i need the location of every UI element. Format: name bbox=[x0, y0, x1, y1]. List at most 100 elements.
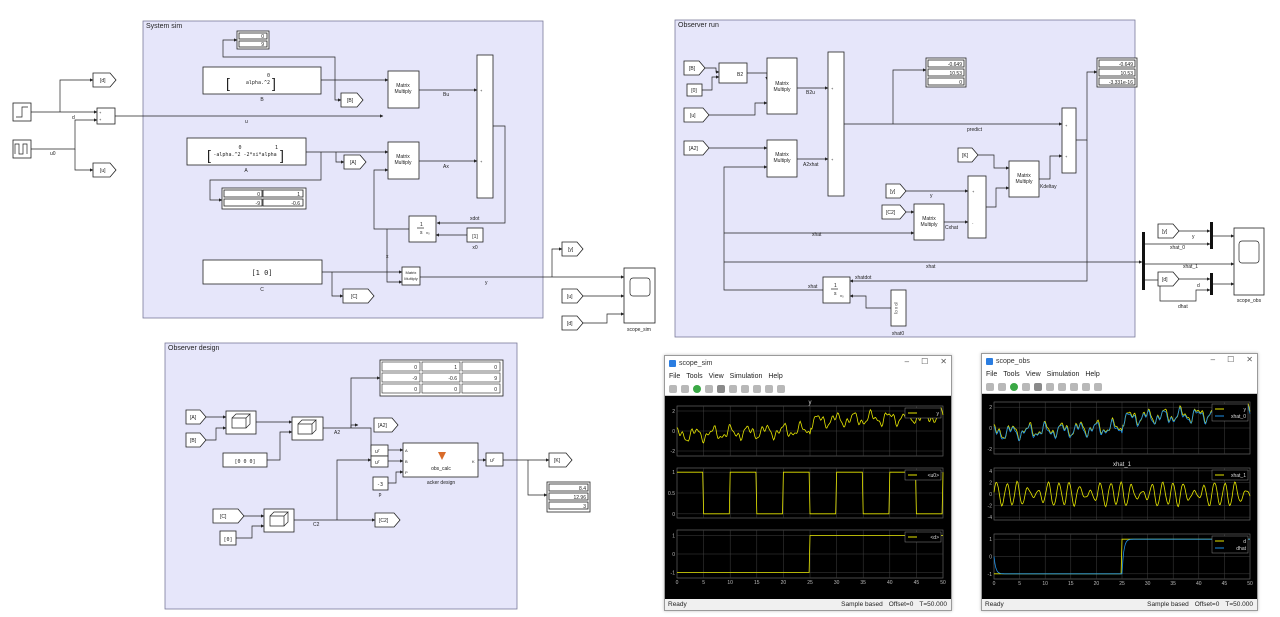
menu-simulation[interactable]: Simulation bbox=[729, 372, 763, 380]
menu-tools[interactable]: Tools bbox=[686, 372, 703, 380]
from-d-tag-2[interactable] bbox=[1157, 271, 1180, 287]
sum-xhatdot[interactable] bbox=[1061, 107, 1077, 174]
obs-panel-y[interactable]: 20-2 bbox=[988, 401, 1251, 455]
menu-file[interactable]: File bbox=[986, 370, 998, 378]
matrix-multiply-B2u[interactable] bbox=[766, 57, 798, 115]
scope-obs-titlebar[interactable]: scope_obs – ☐ ✕ bbox=[982, 354, 1257, 368]
from-C-tag-design[interactable] bbox=[212, 508, 245, 524]
scope-sim-window[interactable]: scope_sim – ☐ ✕ File Tools View Simulati… bbox=[664, 355, 952, 611]
scope-obs-window[interactable]: scope_obs – ☐ ✕ File Tools View Simulati… bbox=[981, 353, 1258, 611]
goto-A-tag[interactable] bbox=[343, 154, 367, 170]
from-K-tag[interactable] bbox=[957, 147, 979, 163]
matrix-multiply-Bu[interactable] bbox=[387, 70, 420, 109]
legend-box[interactable] bbox=[904, 469, 942, 481]
legend-box[interactable] bbox=[904, 531, 942, 543]
goto-u-tag[interactable] bbox=[92, 162, 117, 178]
measure-icon[interactable] bbox=[1094, 382, 1102, 391]
sum-bar-xdot[interactable] bbox=[476, 54, 494, 199]
goto-B-tag[interactable] bbox=[340, 92, 364, 108]
run-icon[interactable] bbox=[1010, 382, 1018, 391]
autoscale-icon[interactable] bbox=[753, 384, 761, 393]
menu-view[interactable]: View bbox=[708, 372, 724, 380]
from-u-tag-obs[interactable] bbox=[683, 107, 710, 123]
from-A2-tag[interactable] bbox=[683, 140, 710, 156]
minimize-icon[interactable]: – bbox=[1210, 355, 1216, 364]
goto-K-tag[interactable] bbox=[548, 452, 573, 468]
concat-block-1[interactable] bbox=[225, 410, 257, 435]
step-forward-icon[interactable] bbox=[1022, 382, 1030, 391]
integrator-block[interactable] bbox=[408, 215, 437, 243]
sim-panel-y[interactable]: 20-2y bbox=[671, 400, 944, 457]
menu-help[interactable]: Help bbox=[1085, 370, 1100, 378]
from-A-tag-design[interactable] bbox=[185, 409, 207, 425]
menu-simulation[interactable]: Simulation bbox=[1046, 370, 1080, 378]
sim-panel-d[interactable]: 10-1 bbox=[671, 529, 944, 579]
stop-icon[interactable] bbox=[1034, 382, 1042, 391]
matrix-multiply-y[interactable] bbox=[401, 266, 421, 286]
mux-bar-1[interactable] bbox=[1210, 222, 1213, 249]
from-y-tag-2[interactable] bbox=[1157, 223, 1180, 239]
close-icon[interactable]: ✕ bbox=[1246, 355, 1253, 364]
obs-calc-function-block[interactable] bbox=[402, 442, 479, 478]
sum-deltay[interactable] bbox=[967, 175, 987, 239]
zoom-icon[interactable] bbox=[1058, 382, 1066, 391]
goto-C2-tag[interactable] bbox=[374, 512, 401, 528]
mux-bar-2[interactable] bbox=[1210, 273, 1213, 295]
pulse-source-block[interactable] bbox=[12, 139, 32, 159]
legend-box[interactable] bbox=[1211, 403, 1249, 422]
close-icon[interactable]: ✕ bbox=[940, 357, 947, 366]
from-u-tag[interactable] bbox=[561, 288, 584, 304]
maximize-icon[interactable]: ☐ bbox=[921, 357, 929, 366]
triggers-icon[interactable] bbox=[765, 384, 773, 393]
menu-help[interactable]: Help bbox=[768, 372, 783, 380]
from-B-tag[interactable] bbox=[683, 60, 706, 76]
legend-box[interactable] bbox=[1211, 469, 1249, 481]
matrix-multiply-A2xhat[interactable] bbox=[766, 139, 798, 178]
step-back-icon[interactable] bbox=[681, 384, 689, 393]
scope-sim-titlebar[interactable]: scope_sim – ☐ ✕ bbox=[665, 356, 951, 370]
matrix-multiply-Cxhat[interactable] bbox=[913, 203, 945, 241]
from-B-tag-design[interactable] bbox=[185, 432, 207, 448]
C-constant-block[interactable] bbox=[202, 259, 323, 285]
autoscale-icon[interactable] bbox=[1070, 382, 1078, 391]
goto-d-tag[interactable] bbox=[92, 72, 117, 88]
sim-panel-u0[interactable]: 10.50 bbox=[668, 467, 944, 519]
settings-icon[interactable] bbox=[669, 384, 677, 393]
goto-C-tag[interactable] bbox=[342, 288, 375, 304]
concat-block-3[interactable] bbox=[263, 508, 295, 533]
legend-box[interactable] bbox=[904, 407, 942, 419]
menu-view[interactable]: View bbox=[1025, 370, 1041, 378]
matrix-multiply-Ax[interactable] bbox=[387, 141, 420, 180]
matrix-multiply-Kdeltay[interactable] bbox=[1008, 160, 1040, 198]
sum-bar-predict[interactable] bbox=[827, 51, 845, 197]
run-icon[interactable] bbox=[693, 384, 701, 393]
from-C2-tag[interactable] bbox=[881, 204, 907, 220]
settings-icon[interactable] bbox=[986, 382, 994, 391]
measure-icon[interactable] bbox=[777, 384, 785, 393]
p-constant-block[interactable] bbox=[372, 476, 389, 491]
transpose-C-block[interactable] bbox=[370, 455, 389, 468]
B-constant-block[interactable] bbox=[202, 66, 322, 95]
A-constant-block[interactable] bbox=[186, 137, 307, 166]
integrator-obs-block[interactable] bbox=[822, 276, 851, 304]
menu-tools[interactable]: Tools bbox=[1003, 370, 1020, 378]
obs-panel-d[interactable]: 10-1 bbox=[988, 533, 1251, 580]
menu-file[interactable]: File bbox=[669, 372, 681, 380]
demux-bar[interactable] bbox=[1142, 232, 1145, 290]
maximize-icon[interactable]: ☐ bbox=[1227, 355, 1235, 364]
step-forward-icon[interactable] bbox=[705, 384, 713, 393]
stop-icon[interactable] bbox=[717, 384, 725, 393]
triggers-icon[interactable] bbox=[1082, 382, 1090, 391]
highlight-icon[interactable] bbox=[729, 384, 737, 393]
goto-A2-tag[interactable] bbox=[373, 417, 399, 433]
minimize-icon[interactable]: – bbox=[904, 357, 910, 366]
transpose-K-block[interactable] bbox=[485, 452, 504, 467]
zoom-icon[interactable] bbox=[741, 384, 749, 393]
highlight-icon[interactable] bbox=[1046, 382, 1054, 391]
concat-block-2[interactable] bbox=[291, 416, 324, 441]
from-d-tag[interactable] bbox=[561, 315, 584, 331]
step-back-icon[interactable] bbox=[998, 382, 1006, 391]
